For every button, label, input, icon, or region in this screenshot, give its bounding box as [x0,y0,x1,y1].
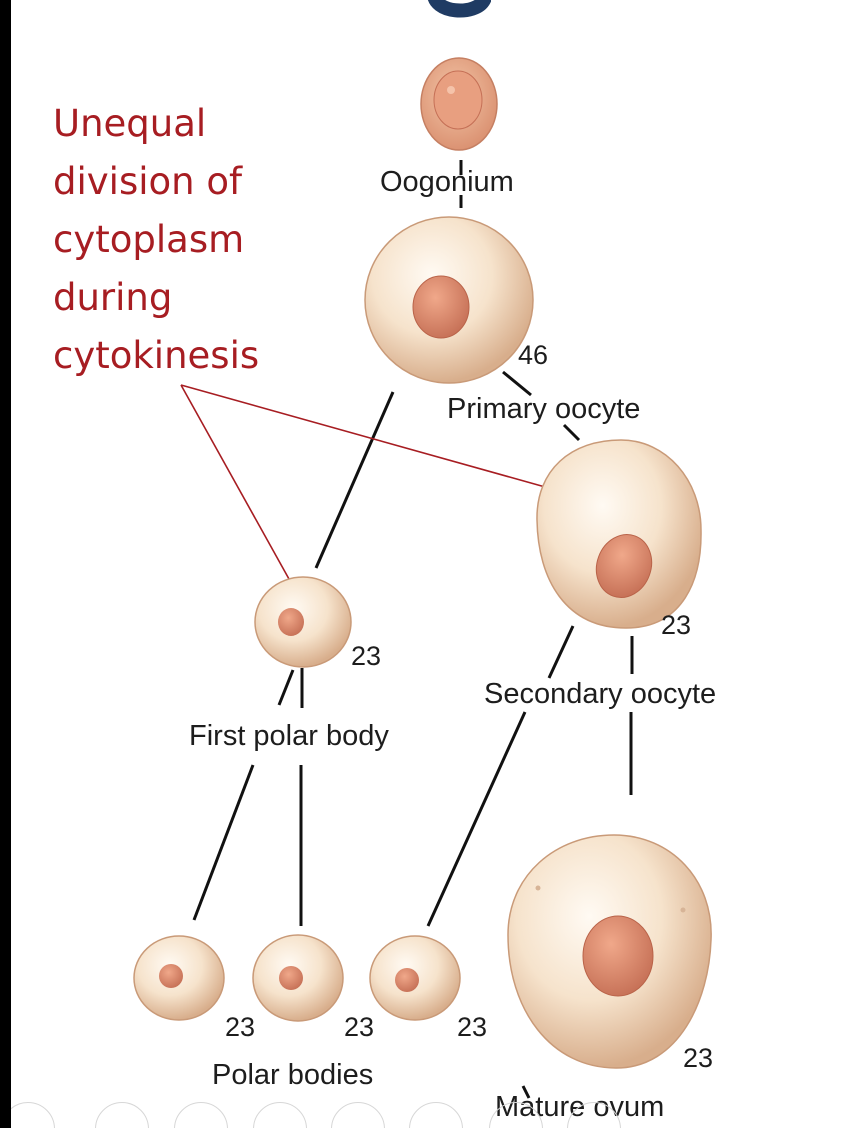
title-fragment [428,0,491,18]
polar-body-2-cell [252,934,344,1022]
nav-dot[interactable] [331,1102,385,1128]
secondary-oocyte-count: 23 [661,610,692,640]
nav-dot[interactable] [567,1102,621,1128]
cytokinesis-annotation: Unequal division of cytoplasm during cyt… [53,95,373,385]
polar-body-1-cell [133,935,225,1021]
annotation-pointer-lines [180,384,564,589]
annotation-line: Unequal [53,102,207,145]
connector-label-to-secondary [562,423,581,442]
polar-bodies-label: Polar bodies [212,1059,374,1091]
nav-dot[interactable] [95,1102,149,1128]
first-polar-body-count: 23 [351,641,382,671]
annotation-line: division of [53,160,243,203]
first-polar-body-cell [254,576,352,668]
polar-body-1-count: 23 [225,1012,256,1042]
primary-oocyte-label: Primary oocyte [447,393,641,425]
connector-polar-left-short [277,669,295,706]
nav-dot[interactable] [11,1102,55,1128]
nav-dot[interactable] [409,1102,463,1128]
pointer-to-first-polar-body [180,384,295,589]
primary-oocyte-cell [364,216,534,384]
annotation-line: cytokinesis [53,334,260,377]
oogonium-label: Oogonium [380,166,514,198]
polar-body-3-cell [369,935,461,1021]
connector-primary-to-first-polar [314,391,395,569]
annotation-line: cytoplasm [53,218,245,261]
connector-secondary-to-pb3-bottom [426,711,527,927]
annotation-line: during [53,276,173,319]
slide: Unequal division of cytoplasm during cyt… [11,0,862,1128]
polar-body-2-count: 23 [344,1012,375,1042]
nav-dot[interactable] [489,1102,543,1128]
secondary-oocyte-cell [536,439,702,629]
nav-dot[interactable] [253,1102,307,1128]
secondary-oocyte-label: Secondary oocyte [484,678,717,710]
mature-ovum-count: 23 [683,1043,714,1073]
connector-secondary-to-pb3-top [547,625,575,679]
primary-oocyte-count: 46 [518,340,549,370]
meiosis-diagram [133,57,712,1099]
connector-ovum-label-tick [521,1085,531,1099]
polar-body-3-count: 23 [457,1012,488,1042]
oogonium-cell [420,57,498,151]
first-polar-body-label: First polar body [189,720,389,752]
slide-navigation-strip [11,1101,862,1128]
nav-dot[interactable] [174,1102,228,1128]
connector-lines [192,160,634,1099]
connector-46-to-label [502,370,532,397]
connector-first-polar-to-pb1 [192,764,255,921]
mature-ovum-cell [507,834,712,1069]
pointer-to-secondary-oocyte [180,384,564,493]
